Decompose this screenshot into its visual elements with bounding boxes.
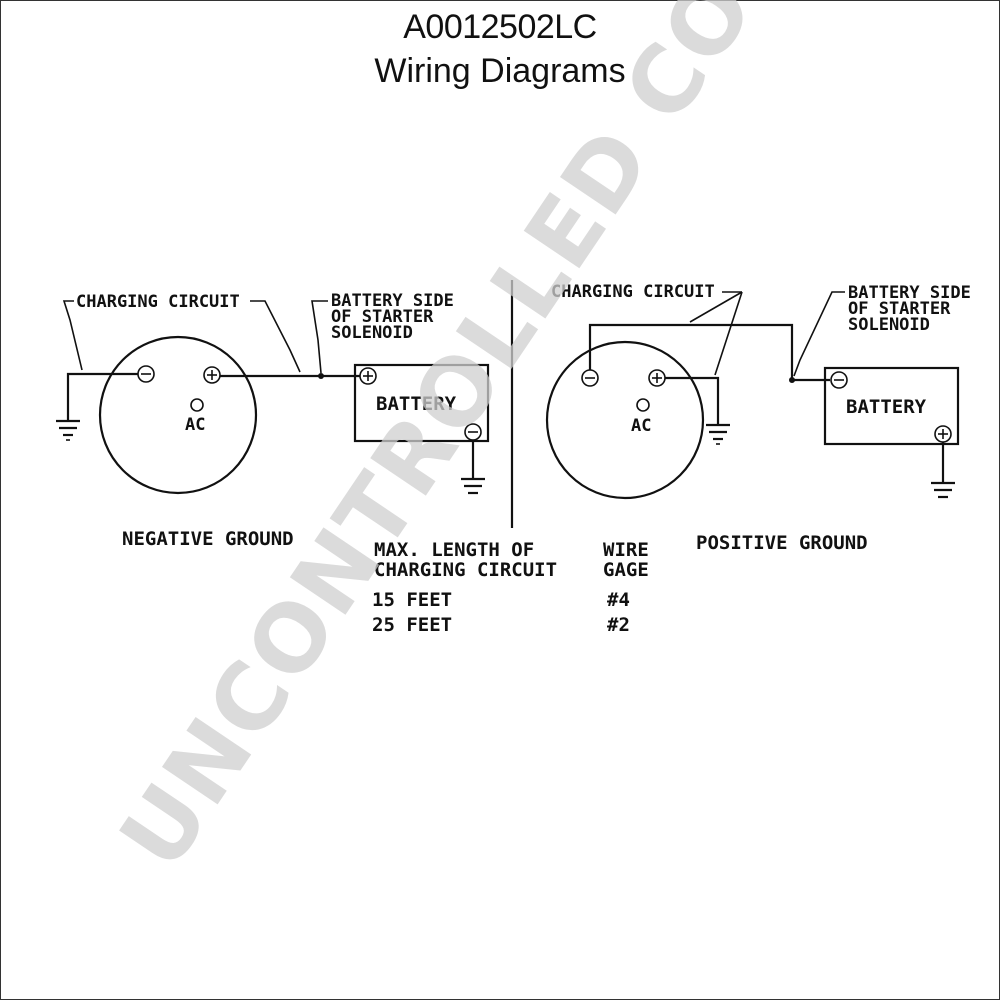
battery-label-left: BATTERY: [376, 393, 457, 415]
ground-wire-left: [66, 372, 138, 420]
charging-callout-leader-right-b: [714, 291, 743, 376]
ac-label-right: AC: [631, 416, 651, 436]
table-row-length: 25 FEET: [372, 614, 452, 636]
wire-gage-table: MAX. LENGTH OF CHARGING CIRCUIT WIRE GAG…: [372, 539, 649, 636]
battery-negative-terminal-right: [830, 371, 848, 389]
table-row-length: 15 FEET: [372, 589, 452, 611]
page-subtitle: Wiring Diagrams: [374, 52, 626, 90]
table-header-gage-1: WIRE: [603, 539, 649, 561]
battery-box-left: [353, 363, 490, 443]
battery-label-right: BATTERY: [846, 396, 927, 418]
table-header-gage-2: GAGE: [603, 559, 649, 581]
battery-side-label-right-2: OF STARTER: [848, 299, 951, 319]
alternator-circle-right: [545, 340, 705, 500]
table-header-length-1: MAX. LENGTH OF: [374, 539, 534, 561]
battery-side-label-right-1: BATTERY SIDE: [848, 283, 971, 303]
document-id: A0012502LC: [403, 8, 597, 46]
negative-ground-diagram: AC BATTERY CHARGING CIRCUIT BATTERY SIDE…: [56, 291, 490, 550]
charging-callout-leader-right-a: [689, 291, 743, 323]
table-row-gage: #4: [607, 589, 630, 611]
charging-circuit-label-right: CHARGING CIRCUIT: [551, 282, 715, 302]
charging-circuit-label-left: CHARGING CIRCUIT: [76, 292, 240, 312]
battery-side-label-left-3: SOLENOID: [331, 323, 413, 343]
charging-wire-right: [588, 323, 794, 380]
table-header-length-2: CHARGING CIRCUIT: [374, 559, 557, 581]
negative-ground-caption: NEGATIVE GROUND: [122, 528, 294, 550]
uncontrolled-copy-watermark: UNCONTROLLED COPY: [100, 0, 853, 887]
battery-side-label-left-1: BATTERY SIDE: [331, 291, 454, 311]
ac-label-left: AC: [185, 415, 205, 435]
battery-box-right: [823, 366, 960, 446]
charging-callout-leader-left-a: [62, 300, 83, 371]
solenoid-callout-leader-right: [793, 291, 845, 377]
battery-side-label-right-3: SOLENOID: [848, 315, 930, 335]
positive-ground-caption: POSITIVE GROUND: [696, 532, 868, 554]
ac-terminal-left: [190, 398, 204, 412]
positive-ground-diagram: AC BATTERY CHARGING CIRCUIT BATTERY SIDE…: [545, 282, 971, 554]
ac-terminal-right: [636, 398, 650, 412]
solenoid-junction-left: [318, 373, 324, 379]
ground-wire-right: [665, 376, 720, 424]
table-row-gage: #2: [607, 614, 630, 636]
alternator-circle-left: [98, 335, 258, 495]
solenoid-callout-leader-left: [311, 300, 328, 374]
battery-side-label-left-2: OF STARTER: [331, 307, 434, 327]
charging-callout-leader-left-b: [250, 300, 301, 373]
battery-positive-terminal-left: [359, 367, 377, 385]
